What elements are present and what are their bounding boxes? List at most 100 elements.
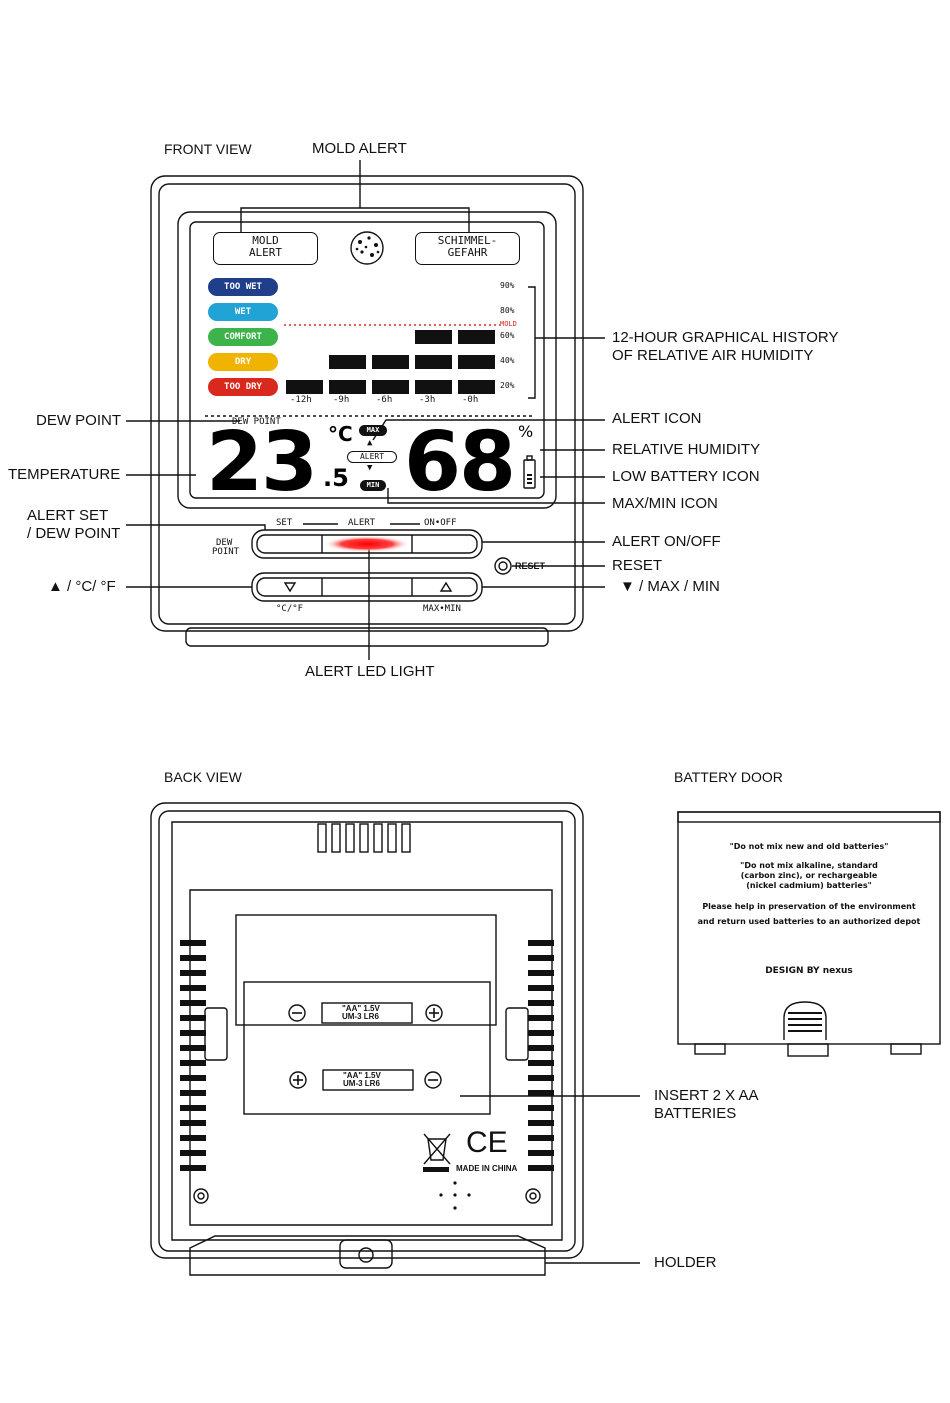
temperature-value: 23 [206,415,318,510]
maxmin-label: MAX•MIN [423,604,461,614]
percent-tick: 40% [500,356,515,365]
lcd-dew-point-label: DEW POINT [232,417,281,427]
history-bar-block [458,380,495,394]
down-arrow-icon: ▼ [367,463,373,473]
min-icon: MIN [360,480,386,491]
max-icon: MAX [359,425,387,436]
reset-label: RESET [515,561,546,571]
front-housing [150,175,584,632]
ce-mark: CE [466,1126,508,1159]
door-line-5: Please help in preservation of the envir… [702,902,916,911]
alert-icon: ALERT [347,451,397,463]
alert-led [324,536,410,552]
time-tick: -3h [419,395,436,405]
callout-insert-batteries-line1: INSERT 2 X AA [654,1087,759,1104]
lcd-screen [189,221,545,499]
door-line-1: "Do not mix new and old batteries" [729,842,889,851]
time-tick: -0h [462,395,479,405]
middle-button[interactable] [322,578,412,596]
battery-2-label-line1: "AA" 1.5V [343,1071,381,1080]
reset-button[interactable] [495,558,511,574]
battery-1-label-line2: UM-3 LR6 [342,1012,379,1021]
schimmel-tag-line1: SCHIMMEL- [437,234,498,247]
percent-tick: 20% [500,381,515,390]
set-label: SET [276,518,293,528]
battery-2-label-line2: UM-3 LR6 [343,1079,380,1088]
callout-relative-humidity: RELATIVE HUMIDITY [612,441,761,458]
humidity-value: 68 [404,415,516,510]
history-bar-block [372,380,409,394]
mold-threshold-label: MOLD [500,320,517,328]
time-tick: -6h [376,395,393,405]
alert-button-label: ALERT [348,518,376,528]
history-bar-block [372,355,409,369]
callout-alert-led-light: ALERT LED LIGHT [305,663,435,680]
battery-door: "Do not mix new and old batteries" "Do n… [678,812,940,1044]
door-line-4: (nickel cadmium) batteries" [746,881,872,890]
history-bar-block [458,355,495,369]
battery-2-label: "AA" 1.5V UM-3 LR6 [343,1072,381,1088]
on-off-label: ON•OFF [424,518,457,528]
level-pill: WET [208,303,278,321]
temperature-unit: °C [328,422,353,446]
battery-door-heading: BATTERY DOOR [674,769,783,785]
time-tick: -12h [290,395,312,405]
callout-history-line2: OF RELATIVE AIR HUMIDITY [612,347,814,364]
callout-holder: HOLDER [654,1254,717,1271]
history-bar-block [329,355,366,369]
history-bar-block [286,380,323,394]
history-bar-block [415,355,452,369]
mold-spore-icon [350,231,384,265]
holder [189,1235,546,1276]
callout-dew-point: DEW POINT [36,412,121,429]
set-button[interactable] [257,535,322,553]
dew-side-label-2: POINT [212,547,240,557]
lcd-frame [177,211,557,509]
alert-button[interactable] [322,535,412,553]
humidity-history-bars [286,330,495,394]
percent-tick: 90% [500,281,515,290]
callout-reset: RESET [612,557,663,574]
up-unit-button[interactable] [257,578,322,596]
back-view-heading: BACK VIEW [164,769,242,785]
level-pill: TOO WET [208,278,278,296]
history-bar-block [329,380,366,394]
callout-alert-set-line2: / DEW POINT [27,525,121,542]
battery-2 [322,1069,414,1091]
percent-tick: 80% [500,306,515,315]
on-off-button[interactable] [412,535,477,553]
temperature-decimal: .5 [323,464,349,492]
level-pill: TOO DRY [208,378,278,396]
history-bar-block [458,330,495,344]
front-view-heading: FRONT VIEW [164,141,252,157]
time-tick: -9h [333,395,350,405]
callout-down-maxmin: ▼ / MAX / MIN [620,578,720,595]
unit-label: °C/°F [276,604,304,614]
door-line-3: (carbon zinc), or rechargeable [740,871,878,880]
callout-max-min-icon: MAX/MIN ICON [612,495,718,512]
callout-alert-icon: ALERT ICON [612,410,702,427]
callout-history-line1: 12-HOUR GRAPHICAL HISTORY [612,329,839,346]
callout-alert-set-line1: ALERT SET [27,507,109,524]
back-housing [150,802,584,1259]
battery-1-label-line1: "AA" 1.5V [342,1004,380,1013]
up-arrow-icon: ▲ [367,438,373,448]
made-in-china: MADE IN CHINA [456,1164,518,1173]
humidity-unit: % [518,422,534,441]
down-maxmin-button[interactable] [412,578,477,596]
top-button-bar [251,529,483,559]
callout-alert-on-off: ALERT ON/OFF [612,533,721,550]
callout-temperature: TEMPERATURE [8,466,121,483]
callout-mold-alert: MOLD ALERT [312,140,407,157]
door-line-2: "Do not mix alkaline, standard [740,861,878,870]
battery-1-label: "AA" 1.5V UM-3 LR6 [342,1005,380,1021]
mold-alert-tag-line2: ALERT [248,246,283,259]
schimmel-tag-line2: GEFAHR [447,246,488,259]
history-bar-block [415,380,452,394]
schimmel-tag: SCHIMMEL- GEFAHR [415,232,520,265]
door-line-6: and return used batteries to an authoriz… [697,917,921,926]
mold-alert-tag: MOLD ALERT [213,232,318,265]
level-pill: DRY [208,353,278,371]
